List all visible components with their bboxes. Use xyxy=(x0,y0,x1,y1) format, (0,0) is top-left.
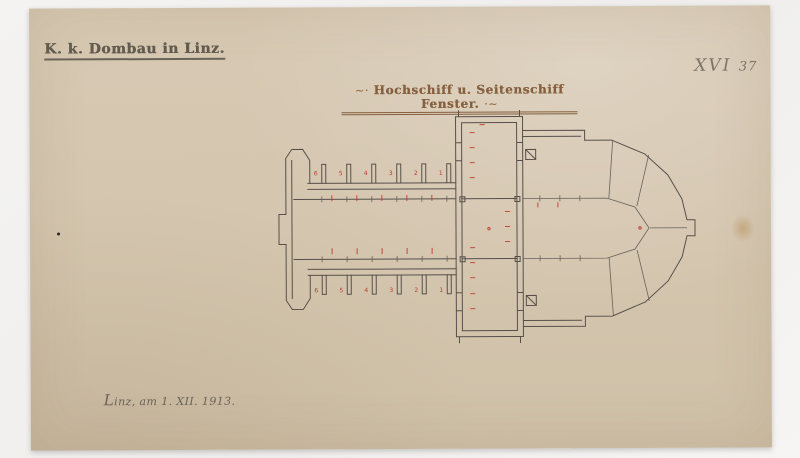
bay-number-top: 3 xyxy=(389,170,393,177)
drawing-sheet: K. k. Dombau in Linz. ~· Hochschiff u. S… xyxy=(29,5,772,451)
bay-number-bottom: 1 xyxy=(439,287,443,294)
nave-walls xyxy=(293,182,518,276)
ink-speck xyxy=(57,232,61,236)
dated-inscription: Linz, am 1. XII. 1913. xyxy=(103,391,236,410)
bay-number-top: 2 xyxy=(414,170,418,177)
sanctuary-inner-polygon xyxy=(522,141,688,316)
archive-page-label: XVI 37 xyxy=(694,55,758,76)
title-flourish-left: ~· xyxy=(354,84,369,98)
bay-number-bottom: 2 xyxy=(414,287,418,294)
bay-number-top: 6 xyxy=(314,170,318,177)
bay-number-bottom: 3 xyxy=(389,287,393,294)
sacristy-and-piers xyxy=(459,148,538,307)
west-facade xyxy=(278,148,311,310)
bay-number-top: 1 xyxy=(439,170,443,177)
bay-number-top: 5 xyxy=(339,170,343,177)
red-dimension-ticks xyxy=(331,124,559,310)
nave-buttresses xyxy=(321,163,452,295)
church-floor-plan: 6 5 4 3 2 1 6 5 4 3 2 1 xyxy=(278,109,696,344)
choir-apse-outline xyxy=(522,129,696,327)
bay-number-bottom: 5 xyxy=(339,287,343,294)
nave-pier-ticks xyxy=(321,195,448,263)
bay-number-top: 4 xyxy=(364,170,368,177)
bay-number-bottom: 4 xyxy=(364,287,368,294)
paper-stain xyxy=(730,214,756,243)
office-title: K. k. Dombau in Linz. xyxy=(44,40,225,61)
red-mark-dot-crossing xyxy=(487,226,491,231)
archive-page-roman: XVI xyxy=(694,55,732,76)
transept-outline xyxy=(455,109,524,344)
archive-page-number: 37 xyxy=(738,59,758,75)
bay-number-bottom: 6 xyxy=(314,287,318,294)
red-mark-dot-apse xyxy=(638,226,642,230)
